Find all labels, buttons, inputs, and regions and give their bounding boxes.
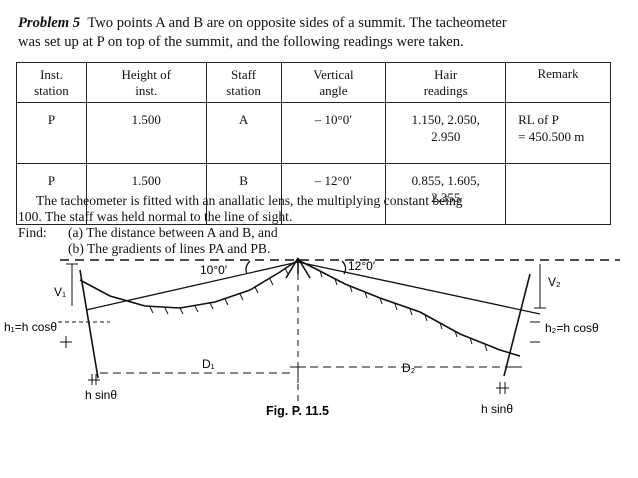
hsin-right-label: h sinθ (481, 402, 513, 416)
hsin-left-label: h sinθ (85, 388, 117, 402)
cell-hair-readings: 0.855, 1.605,2.355 (385, 163, 507, 225)
hsin-right-marker (496, 382, 509, 394)
cell-vertical-angle: – 10°0′ (280, 102, 387, 164)
staff-b (503, 273, 531, 377)
d2-label: D₂ (402, 361, 416, 375)
cell-hair-readings: 1.150, 2.050,2.950 (385, 102, 507, 164)
tacheometer-figure: 10°0′ 12°0′ V₁ h₁=h cosθ D₁ h sinθ V₂ h₂… (4, 257, 620, 418)
find-item-b: (b) The gradients of lines PA and PB. (68, 241, 271, 256)
line-of-sight-a (85, 261, 299, 311)
cell-height: 1.500 (85, 163, 207, 225)
d1-label: D₁ (202, 357, 215, 371)
problem-text-line1: Two points A and B are on opposite sides… (87, 15, 507, 31)
v1-label: V₁ (54, 285, 66, 299)
problem-number: Problem 5 (18, 15, 81, 31)
h2-label: h₂=h cosθ (545, 321, 599, 335)
header-remark: Remark (505, 62, 611, 103)
figure-caption: Fig. P. 11.5 (266, 404, 329, 418)
ground-profile (79, 259, 521, 357)
angle-right-label: 12°0′ (348, 259, 376, 273)
problem-conditions: The tacheometer is fitted with an analla… (18, 193, 618, 257)
cell-height: 1.500 (85, 102, 207, 164)
find-item-a: (a) The distance between A and B, and (68, 225, 278, 240)
cell-remark (505, 163, 611, 225)
instrument-tripod (285, 257, 311, 279)
v2-label: V₂ (548, 275, 561, 289)
staff-a (79, 269, 99, 379)
hsin-left-marker (88, 374, 100, 385)
table-row: P 1.500 A – 10°0′ 1.150, 2.050,2.950 RL … (16, 102, 611, 164)
cell-vertical-angle: – 12°0′ (280, 163, 387, 225)
statement-line1: The tacheometer is fitted with an analla… (36, 193, 463, 208)
problem-statement: Problem 5 Two points A and B are on oppo… (18, 14, 623, 52)
ground-hatching (149, 267, 488, 352)
h1-label: h₁=h cosθ (4, 320, 57, 334)
header-inst-station: Inst.station (16, 62, 87, 103)
cell-staff-station: A (205, 102, 282, 164)
statement-line2: 100. The staff was held normal to the li… (18, 209, 293, 224)
angle-arc-left (245, 260, 251, 275)
line-of-sight-b (297, 261, 541, 315)
angle-left-label: 10°0′ (200, 263, 228, 277)
cell-inst-station: P (16, 102, 87, 164)
table-row: P 1.500 B – 12°0′ 0.855, 1.605,2.355 (16, 163, 611, 225)
cell-remark: RL of P= 450.500 m (505, 102, 611, 164)
cell-staff-station: B (205, 163, 282, 225)
angle-arc-right (341, 260, 347, 275)
find-label: Find: (18, 225, 47, 240)
cell-inst-station: P (16, 163, 87, 225)
problem-text-line2: was set up at P on top of the summit, an… (18, 34, 464, 50)
